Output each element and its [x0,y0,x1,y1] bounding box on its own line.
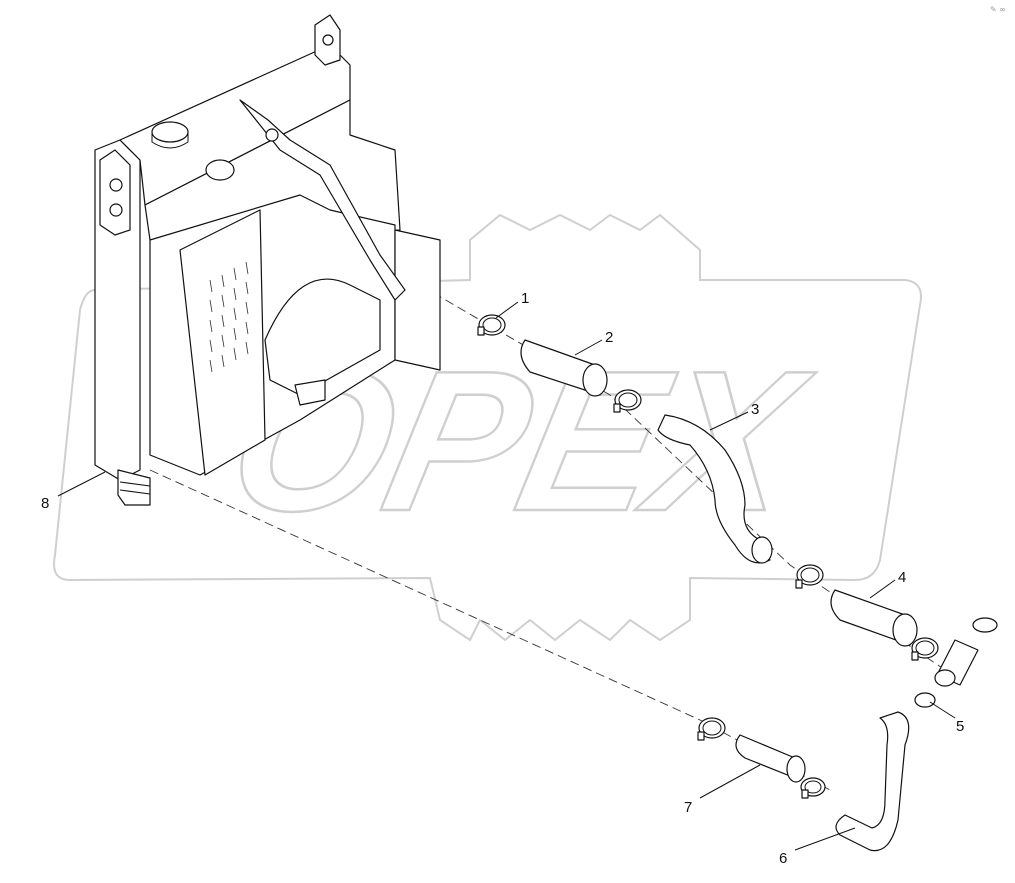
callout-label: 4 [898,569,906,586]
callout-label: 8 [41,495,49,512]
hose-clamp-1 [477,314,506,336]
corner-mark: ✎ ∞ [990,5,1006,14]
hose-clamp-5 [697,717,726,741]
callout-1: 1 [495,290,529,319]
hose-clamp-4 [911,637,939,661]
callout-4: 4 [869,569,906,599]
mount-hole-icon [109,203,123,217]
callout-7: 7 [684,764,761,816]
shroud-vent-slots [209,261,249,373]
callout-8: 8 [41,471,106,512]
callout-label: 7 [684,799,692,816]
radiator-assembly [94,14,441,506]
callout-label: 6 [779,850,787,867]
callout-2: 2 [574,329,613,356]
watermark-gear-outline [53,213,922,642]
small-hose-5 [914,617,998,708]
filler-cap-neck [151,132,189,149]
callout-6: 6 [779,827,856,867]
callout-label: 2 [605,329,613,346]
callout-3: 3 [709,401,759,431]
curved-hose-3 [657,414,773,564]
rod-joint-icon [265,128,279,142]
hose-clamp-2 [613,389,642,413]
hose-clamp-3 [795,564,824,589]
straight-hose-7 [735,734,806,783]
lower-outlet-right [294,379,326,406]
radiator-top-bracket [99,149,131,236]
hose-clamp-6 [800,777,826,799]
mount-hole-icon [109,178,123,192]
callout-label: 1 [521,290,529,307]
shroud-front-plate [179,209,266,476]
support-rod [239,99,406,301]
shroud-side-flange [394,229,441,371]
outlet-ribs [119,481,151,495]
callout-label: 3 [751,401,759,418]
straight-hose-2 [520,339,608,397]
mount-hole-icon [322,34,334,46]
straight-hose-4 [830,589,918,647]
formed-tube-6 [835,711,910,852]
lower-outlet-left [117,469,151,506]
fan-ring [264,278,381,396]
callout-label: 5 [956,718,964,735]
callout-5: 5 [929,701,964,735]
filler-cap-icon [151,121,189,143]
upper-outlet-pipe [205,159,235,181]
